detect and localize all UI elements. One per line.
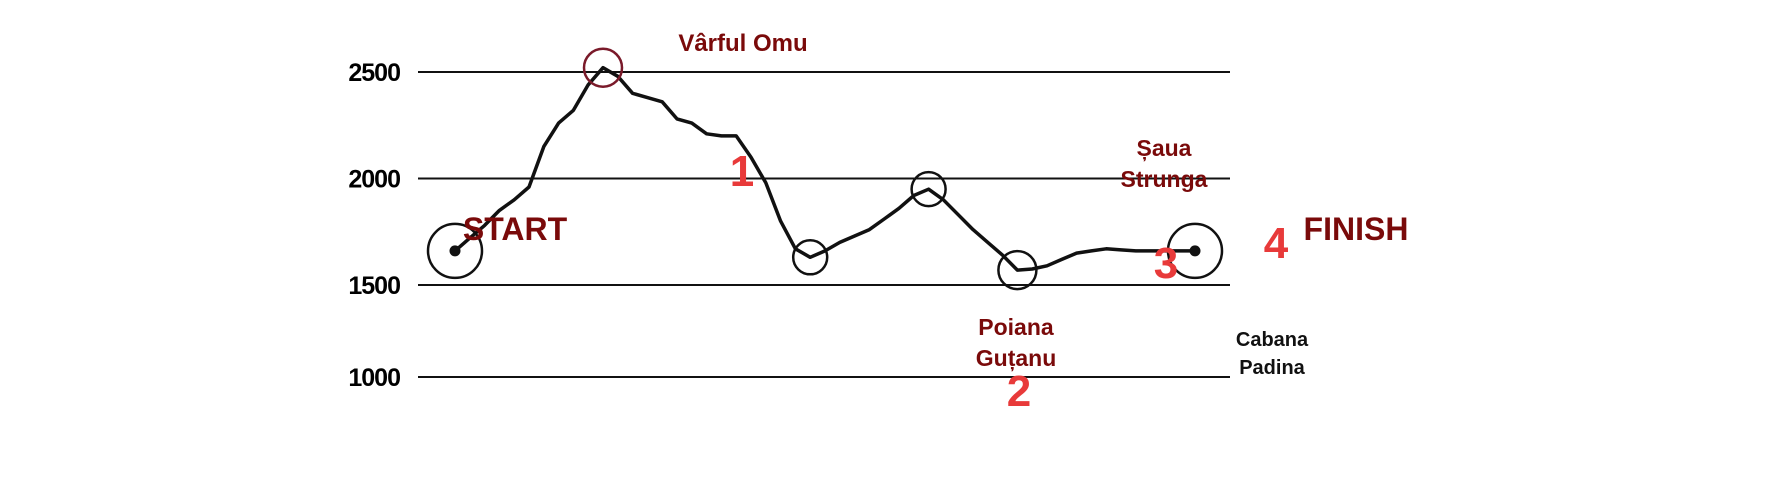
finish-label: FINISH [1304, 211, 1409, 247]
y-tick-label: 1500 [348, 272, 400, 300]
finish-marker [1166, 222, 1224, 280]
start-marker-dot [449, 245, 461, 257]
cabana-label-line2: Padina [1239, 357, 1305, 379]
poiana-label-line1: Poiana [978, 314, 1054, 340]
y-tick-label: 2500 [348, 59, 400, 87]
cabana-label-line1: Cabana [1236, 329, 1309, 351]
segment-number-4: 4 [1264, 219, 1289, 268]
y-tick-label: 2000 [348, 166, 400, 194]
y-tick-label: 1000 [348, 364, 400, 392]
peak-marker [582, 47, 624, 88]
start-label: START [463, 211, 568, 247]
poiana-label-line2: Guțanu [976, 345, 1057, 372]
peak-name-label: Vârful Omu [678, 30, 807, 57]
poiana-marker [791, 239, 829, 276]
grid [418, 71, 1230, 378]
segment-number-2: 2 [1007, 367, 1031, 416]
start-marker [426, 222, 484, 280]
segment-number-1: 1 [730, 147, 754, 196]
cabana-marker [997, 249, 1038, 291]
saua-label-line2: Strunga [1121, 166, 1208, 192]
segment-number-3: 3 [1154, 239, 1178, 288]
saua-label-line1: Șaua [1137, 135, 1192, 162]
saua-marker [910, 170, 947, 208]
finish-marker-dot [1189, 245, 1201, 257]
y-axis-ticks: 2500 2000 1500 1000 [348, 59, 401, 392]
waypoint-markers [426, 47, 1224, 291]
